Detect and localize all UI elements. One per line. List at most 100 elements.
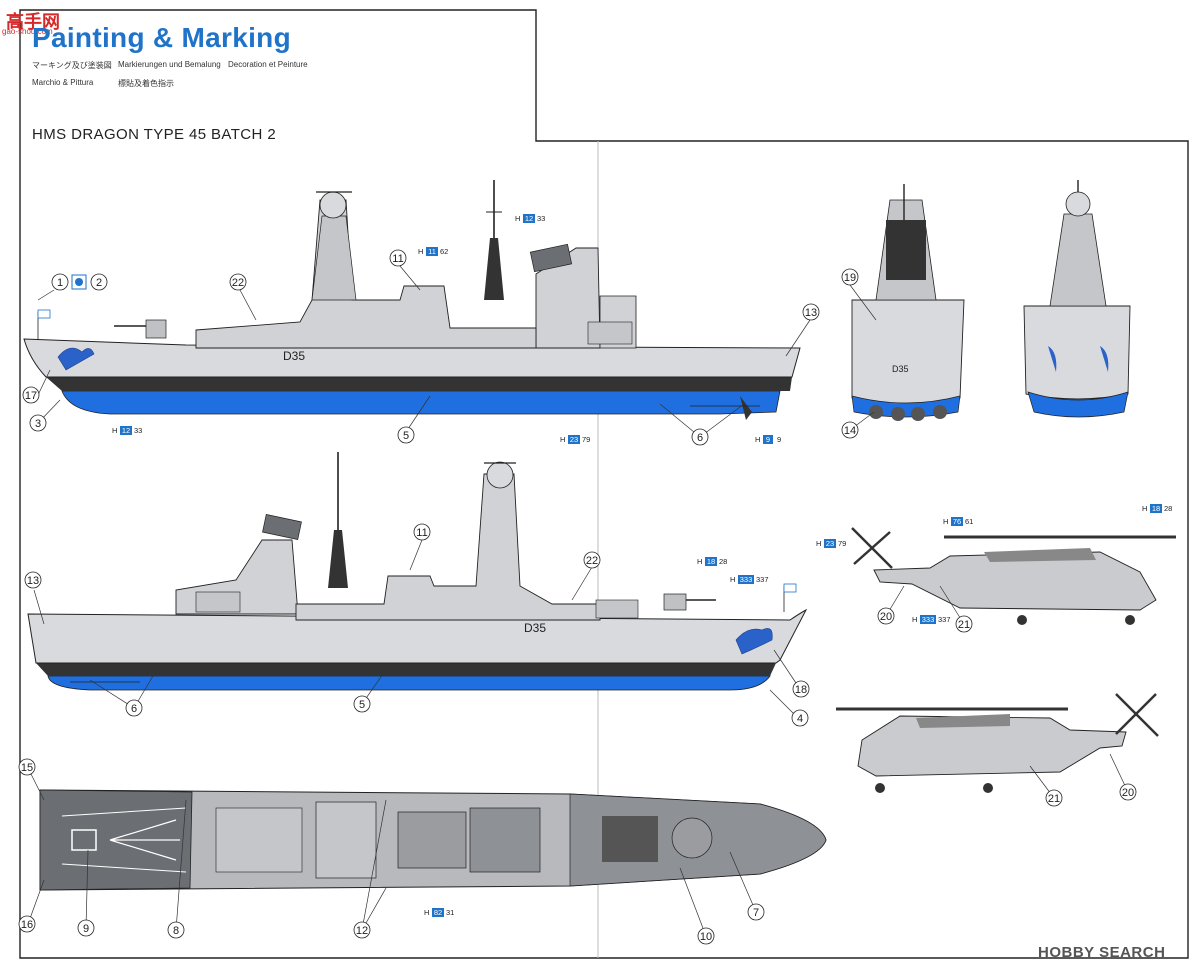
- svg-text:H: H: [112, 426, 117, 435]
- paint-code-11-62: H 11 62: [418, 247, 448, 256]
- callout-5-top: 5: [397, 426, 415, 444]
- hull-number-stern: D35: [892, 364, 909, 374]
- svg-text:H: H: [730, 575, 735, 584]
- svg-text:12: 12: [525, 214, 533, 223]
- svg-text:H: H: [424, 908, 429, 917]
- svg-text:H: H: [912, 615, 917, 624]
- svg-text:22: 22: [232, 277, 244, 289]
- svg-text:20: 20: [880, 611, 892, 623]
- svg-text:H: H: [1142, 504, 1147, 513]
- callout-4: 4: [791, 709, 809, 727]
- dragon-emblem-port: [735, 628, 773, 655]
- svg-text:33: 33: [537, 214, 545, 223]
- source-mark: HOBBY SEARCH: [1038, 944, 1166, 961]
- svg-text:12: 12: [356, 925, 368, 937]
- svg-text:H: H: [943, 517, 948, 526]
- svg-text:20: 20: [1122, 787, 1134, 799]
- svg-text:82: 82: [434, 908, 442, 917]
- dragon-emblem: [57, 347, 95, 371]
- svg-text:14: 14: [844, 425, 856, 437]
- svg-text:22: 22: [586, 555, 598, 567]
- callout-21-top: 21: [955, 615, 973, 633]
- svg-text:18: 18: [707, 557, 715, 566]
- callout-markers: 1 2 22 11 13 17 3 5 6 13 11 22 18 6 5 4 …: [18, 249, 1137, 945]
- svg-text:62: 62: [440, 247, 448, 256]
- svg-text:21: 21: [958, 619, 970, 631]
- callout-20-bottom: 20: [1119, 783, 1137, 801]
- callout-6-top: 6: [691, 428, 709, 446]
- subtitle-italian: Marchio & Pittura: [32, 78, 94, 87]
- callout-18: 18: [792, 680, 810, 698]
- paint-code-23-79-heli: H 23 79: [816, 539, 846, 548]
- callout-14: 14: [841, 421, 859, 439]
- paint-code-12-33-mast: H 12 33: [515, 214, 545, 223]
- svg-text:13: 13: [805, 307, 817, 319]
- callout-20-top: 20: [877, 607, 895, 625]
- paint-code-23-79-hull: H 23 79: [560, 435, 590, 444]
- callout-22-top: 22: [229, 273, 247, 291]
- subtitle-chinese: 標貼及着色指示: [118, 79, 174, 88]
- callout-15: 15: [18, 758, 36, 776]
- helicopter-side-top: [851, 527, 1176, 625]
- callout-11-top: 11: [389, 249, 407, 267]
- roundel-dot-icon: [75, 278, 83, 286]
- paint-code-12-33-hull: H 12 33: [112, 426, 142, 435]
- svg-text:76: 76: [953, 517, 961, 526]
- ship-title: HMS DRAGON TYPE 45 BATCH 2: [32, 126, 277, 143]
- watermark-logo: 高手网: [6, 12, 60, 32]
- callout-22-bottom: 22: [583, 551, 601, 569]
- side-view-starboard: D35: [23, 180, 801, 420]
- svg-text:6: 6: [697, 432, 703, 444]
- svg-text:79: 79: [582, 435, 590, 444]
- hull-number-top: D35: [283, 349, 305, 363]
- hull-number-bottom: D35: [524, 621, 546, 635]
- plan-view: [39, 789, 827, 891]
- svg-text:9: 9: [83, 923, 89, 935]
- svg-text:11: 11: [392, 253, 403, 265]
- callout-17: 17: [22, 386, 40, 404]
- callout-16: 16: [18, 915, 36, 933]
- side-view-port: D35: [27, 452, 808, 691]
- svg-text:21: 21: [1048, 793, 1060, 805]
- svg-text:79: 79: [838, 539, 846, 548]
- svg-text:17: 17: [25, 390, 37, 402]
- bow-view: [1023, 180, 1131, 418]
- paint-code-76-61: H 76 61: [943, 517, 973, 526]
- callout-12: 12: [353, 921, 371, 939]
- svg-text:10: 10: [700, 931, 712, 943]
- svg-text:28: 28: [1164, 504, 1172, 513]
- svg-text:H: H: [418, 247, 423, 256]
- svg-text:8: 8: [173, 925, 179, 937]
- callout-13-top: 13: [802, 303, 820, 321]
- svg-text:5: 5: [359, 699, 365, 711]
- subtitle-german: Markierungen und Bemalung: [118, 60, 221, 69]
- helicopter-side-bottom: [836, 693, 1159, 793]
- subtitle-french: Decoration et Peinture: [228, 60, 308, 69]
- svg-text:23: 23: [826, 539, 834, 548]
- page-title: Painting & Marking: [32, 22, 291, 53]
- callout-21-bottom: 21: [1045, 789, 1063, 807]
- svg-text:4: 4: [797, 713, 803, 725]
- callout-13-bottom: 13: [24, 571, 42, 589]
- paint-code-82-31: H 82 31: [424, 908, 454, 917]
- svg-text:12: 12: [122, 426, 130, 435]
- paint-codes: H 12 33 H 11 62 H 12 33 H 23 79 H 9 9 H …: [112, 214, 1172, 917]
- callout-5-bottom: 5: [353, 695, 371, 713]
- svg-text:H: H: [755, 435, 760, 444]
- callout-11-bottom: 11: [413, 523, 431, 541]
- svg-text:23: 23: [570, 435, 578, 444]
- svg-text:9: 9: [766, 435, 770, 444]
- paint-code-18-28-rotor: H 18 28: [1142, 504, 1172, 513]
- paint-code-9-9: H 9 9: [755, 435, 781, 444]
- paint-code-333-337-heli: H 333 337: [912, 615, 951, 624]
- callout-9: 9: [77, 919, 95, 937]
- callout-1: 1: [51, 273, 69, 291]
- svg-text:61: 61: [965, 517, 973, 526]
- paint-code-18-28-gun: H 18 28: [697, 557, 727, 566]
- svg-text:15: 15: [21, 762, 33, 774]
- svg-text:3: 3: [35, 418, 41, 430]
- svg-text:11: 11: [428, 247, 436, 256]
- svg-text:333: 333: [922, 615, 935, 624]
- callout-8: 8: [167, 921, 185, 939]
